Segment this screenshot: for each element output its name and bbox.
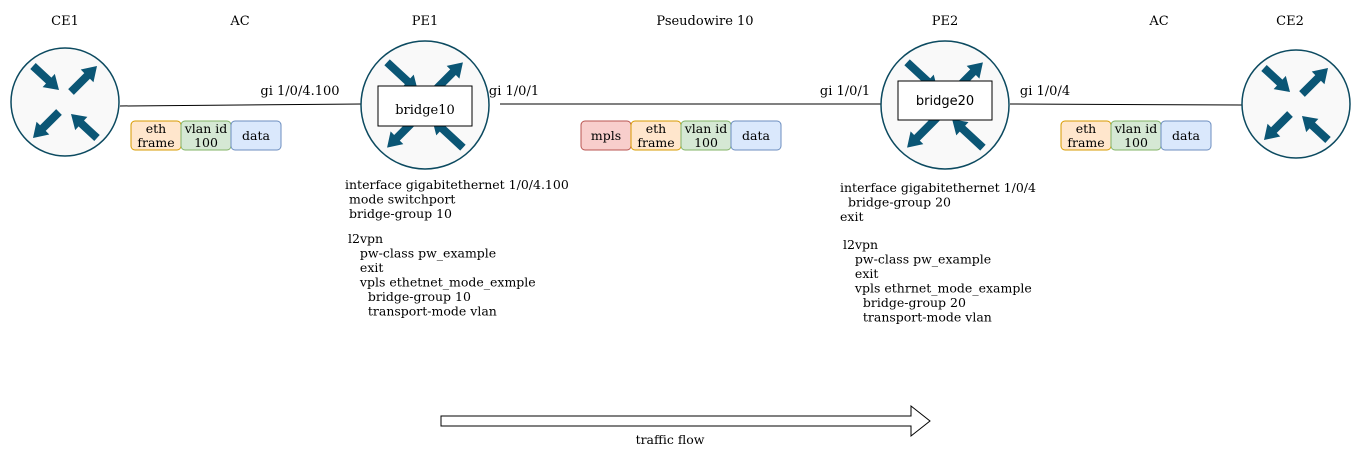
bridge-pe2-label: bridge20 — [916, 94, 974, 109]
pe2-ac-port-label: gi 1/0/4 — [1020, 84, 1070, 99]
router-arrow-icon — [1264, 111, 1293, 140]
config-line: mode switchport — [345, 192, 455, 207]
frame-eth-label: eth — [1076, 121, 1096, 136]
router-arrow-icon — [907, 114, 941, 148]
ac-right-label: AC — [1148, 14, 1168, 29]
frame-left: eth frame vlan id 100 data — [130, 120, 282, 151]
config-line: exit — [840, 209, 863, 224]
router-arrow-icon — [1299, 68, 1328, 97]
pe1-interface-config: interface gigabitethernet 1/0/4.100 mode… — [345, 177, 569, 221]
frame-eth-label: frame — [137, 135, 174, 150]
router-arrow-icon — [1302, 116, 1331, 143]
router-arrow-icon — [384, 59, 418, 91]
router-arrow-icon — [432, 119, 466, 151]
bridge-pe1[interactable]: bridge10 — [377, 85, 473, 127]
config-line: bridge-group 10 — [348, 289, 471, 304]
config-line: bridge-group 20 — [843, 295, 966, 310]
config-line: transport-mode vlan — [348, 304, 497, 319]
link-pe2-ce2 — [1009, 103, 1243, 106]
router-ce1[interactable] — [10, 47, 120, 157]
frame-data-label: data — [242, 128, 270, 143]
frame-vlan-label: 100 — [694, 135, 718, 150]
bridge-pe1-label: bridge10 — [395, 103, 455, 118]
pe1-label: PE1 — [412, 14, 439, 29]
frame-eth-label: frame — [637, 135, 674, 150]
frame-data-label: data — [1172, 128, 1200, 143]
pe1-core-port-label: gi 1/0/1 — [489, 84, 539, 99]
router-circle — [1241, 49, 1351, 159]
config-line: pw-class pw_example — [843, 252, 991, 267]
frame-right: eth frame vlan id 100 data — [1060, 120, 1212, 151]
config-line: transport-mode vlan — [843, 310, 992, 325]
config-line: interface gigabitethernet 1/0/4 — [840, 180, 1036, 195]
pseudowire-label: Pseudowire 10 — [656, 14, 753, 29]
pe2-core-port-label: gi 1/0/1 — [820, 84, 870, 99]
frame-middle: mpls eth frame vlan id 100 data — [580, 120, 782, 151]
router-arrow-icon — [30, 63, 59, 90]
config-line: exit — [348, 260, 383, 275]
frame-vlan-label: vlan id — [1114, 121, 1158, 136]
ce1-label: CE1 — [51, 14, 79, 29]
config-line: bridge-group 20 — [840, 195, 951, 210]
router-ce2[interactable] — [1241, 49, 1351, 159]
config-line: l2vpn — [843, 237, 878, 252]
router-arrows-icon — [1261, 65, 1331, 143]
frame-eth-label: frame — [1067, 135, 1104, 150]
router-circle — [10, 47, 120, 157]
frame-eth-label: eth — [646, 121, 666, 136]
pe2-l2vpn-config: l2vpn pw-class pw_example exit vpls ethr… — [843, 237, 1032, 325]
traffic-flow-label: traffic flow — [636, 432, 705, 447]
router-arrow-icon — [952, 119, 986, 151]
config-line: interface gigabitethernet 1/0/4.100 — [345, 177, 569, 192]
frame-vlan-label: 100 — [194, 135, 218, 150]
router-arrow-icon — [1261, 65, 1290, 92]
pe1-l2vpn-config: l2vpn pw-class pw_example exit vpls ethe… — [348, 231, 536, 319]
frame-vlan-label: 100 — [1124, 135, 1148, 150]
config-line: l2vpn — [348, 231, 383, 246]
bridge-pe2[interactable]: bridge20 — [897, 80, 993, 121]
link-ce1-pe1 — [119, 103, 363, 107]
frame-data-label: data — [742, 128, 770, 143]
pe2-label: PE2 — [932, 14, 959, 29]
frame-vlan-label: vlan id — [684, 121, 728, 136]
config-line: exit — [843, 266, 878, 281]
ce2-label: CE2 — [1276, 14, 1304, 29]
config-line: vpls ethetnet_mode_exmple — [348, 275, 536, 290]
frame-eth-label: eth — [146, 121, 166, 136]
config-line: bridge-group 10 — [345, 206, 452, 221]
router-arrows-icon — [30, 63, 100, 141]
ac-left-label: AC — [229, 14, 249, 29]
router-arrow-icon — [68, 66, 97, 95]
traffic-flow-arrow: traffic flow — [440, 404, 931, 447]
router-arrow-icon — [71, 114, 100, 141]
frame-vlan-label: vlan id — [184, 121, 228, 136]
router-arrow-icon — [33, 109, 62, 138]
pe2-interface-config: interface gigabitethernet 1/0/4 bridge-g… — [840, 180, 1036, 224]
pe1-ac-port-label: gi 1/0/4.100 — [260, 84, 339, 99]
config-line: vpls ethrnet_mode_example — [843, 281, 1032, 296]
frame-mpls-label: mpls — [591, 128, 621, 143]
config-line: pw-class pw_example — [348, 246, 496, 261]
